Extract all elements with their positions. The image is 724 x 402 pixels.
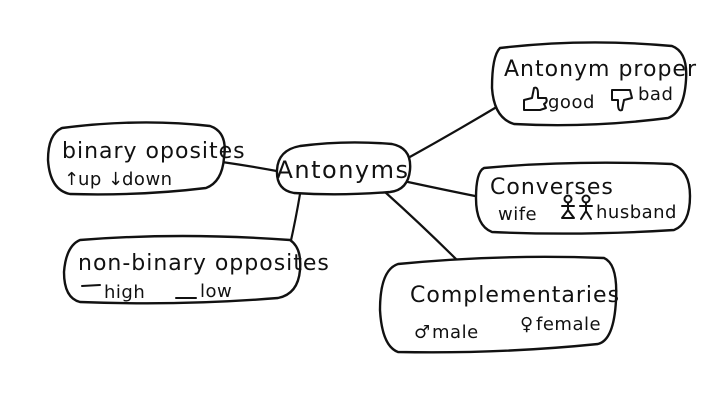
center-node[interactable]: Antonyms: [275, 141, 412, 196]
edge-complementaries: [383, 190, 464, 267]
binary-item-up: up: [78, 169, 102, 190]
thumbs-down-icon: [611, 89, 633, 112]
node-antonym-proper[interactable]: Antonym proper good bad: [490, 41, 697, 127]
node-converses[interactable]: Converses wife husband: [474, 161, 692, 235]
center-node-outline: [275, 141, 412, 196]
nonbinary-item-low: low: [200, 281, 232, 302]
nonbinary-item-high: high: [104, 282, 145, 303]
converses-title: Converses: [490, 175, 614, 200]
male-symbol-icon: ♂: [414, 322, 431, 343]
complementaries-item-female: female: [536, 314, 601, 335]
proper-title: Antonym proper: [504, 57, 697, 82]
edge-nonbinary: [288, 192, 302, 247]
nonbinary-outline: [62, 234, 302, 305]
proper-outline: [490, 41, 688, 127]
complementaries-title: Complementaries: [410, 283, 620, 308]
down-arrow-icon: ↓: [108, 169, 124, 190]
nonbinary-title: non-binary opposites: [78, 251, 330, 276]
couple-icon: [561, 194, 593, 220]
up-arrow-icon: ↑: [64, 169, 80, 190]
node-binary-opposites[interactable]: binary oposites ↑ up ↓ down: [46, 121, 246, 196]
female-symbol-icon: ♀: [520, 314, 534, 335]
binary-title: binary oposites: [62, 139, 246, 164]
thumbs-up-icon: [523, 86, 548, 111]
converses-item-husband: husband: [596, 202, 677, 223]
complementaries-item-male: male: [432, 322, 479, 343]
center-label: Antonyms: [276, 156, 409, 184]
proper-item-good: good: [548, 92, 595, 113]
high-line-icon: [81, 284, 101, 287]
edge-proper: [406, 100, 507, 160]
node-complementaries[interactable]: Complementaries ♂ male ♀ female: [378, 255, 620, 354]
proper-item-bad: bad: [638, 84, 673, 105]
binary-item-down: down: [122, 169, 173, 190]
edge-converses: [406, 180, 482, 199]
node-nonbinary-opposites[interactable]: non-binary opposites high low: [62, 234, 330, 305]
converses-item-wife: wife: [498, 204, 537, 225]
complementaries-outline: [378, 255, 618, 354]
binary-outline: [46, 121, 226, 196]
